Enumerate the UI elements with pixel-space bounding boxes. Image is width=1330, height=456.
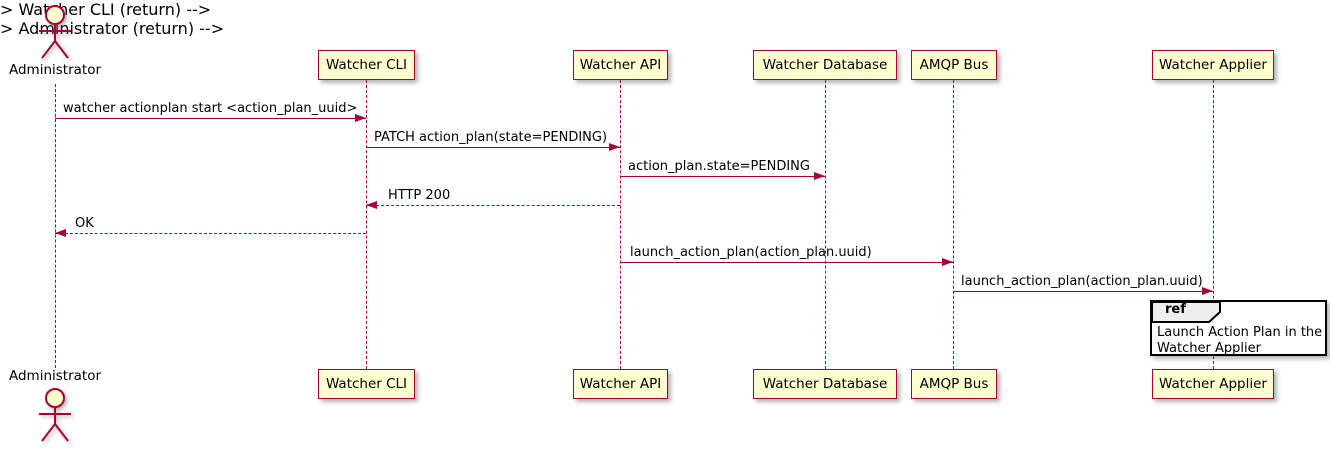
participant-box-watcher-database-top: Watcher Database [753, 50, 897, 80]
message-1-line [55, 118, 366, 119]
ref-text-line-1: Launch Action Plan in the [1157, 325, 1323, 340]
lifeline-watcher-applier [1212, 80, 1214, 369]
message-1-arrowhead-icon [355, 113, 366, 122]
lifeline-watcher-cli [366, 80, 367, 369]
participant-label: Watcher Applier [1159, 57, 1267, 73]
participant-label: AMQP Bus [919, 57, 989, 73]
message-4-arrowhead-icon [366, 200, 377, 209]
message-6-arrowhead-icon [942, 257, 953, 266]
ref-keyword: ref [1165, 302, 1186, 317]
participant-label: Watcher Applier [1159, 376, 1267, 392]
participant-label: Watcher Database [762, 376, 888, 392]
actor-label-administrator-bottom: Administrator [8, 368, 102, 384]
participant-box-watcher-api-bottom: Watcher API [573, 369, 668, 399]
participant-label: AMQP Bus [919, 376, 989, 392]
participant-box-watcher-cli-bottom: Watcher CLI [318, 369, 415, 399]
participant-box-amqp-bus-bottom: AMQP Bus [911, 369, 997, 399]
message-6-label: launch_action_plan(action_plan.uuid) [630, 245, 872, 260]
message-3-arrowhead-icon [814, 171, 825, 180]
message-3-line [620, 176, 825, 177]
message-5-line [55, 233, 366, 234]
participant-box-amqp-bus-top: AMQP Bus [911, 50, 997, 80]
participant-box-watcher-api-top: Watcher API [573, 50, 668, 80]
participant-label: Watcher API [579, 57, 662, 73]
message-7-label: launch_action_plan(action_plan.uuid) [961, 274, 1203, 289]
lifeline-watcher-database [825, 80, 826, 369]
ref-fragment: ref Launch Action Plan in the Watcher Ap… [1150, 300, 1327, 356]
ref-text: Launch Action Plan in the Watcher Applie… [1157, 325, 1322, 357]
participant-label: Watcher API [579, 376, 662, 392]
ref-header: ref [1151, 301, 1221, 327]
message-5-label: OK [75, 216, 94, 231]
administrator-actor-icon [39, 5, 71, 59]
administrator-actor-icon-bottom [39, 388, 71, 442]
message-2-arrowhead-icon [609, 142, 620, 151]
ref-pentagon-icon [1151, 301, 1221, 323]
message-4-line [366, 205, 620, 206]
ref-text-line-2: Watcher Applier [1157, 341, 1261, 356]
participant-label: Watcher CLI [325, 376, 408, 392]
message-1-label: watcher actionplan start <action_plan_uu… [63, 101, 358, 116]
participant-box-watcher-applier-bottom: Watcher Applier [1152, 369, 1274, 399]
lifeline-watcher-api [620, 80, 621, 369]
participant-box-watcher-database-bottom: Watcher Database [753, 369, 897, 399]
participant-label: Watcher CLI [325, 57, 408, 73]
message-5-arrowhead-icon [55, 228, 66, 237]
message-7-arrowhead-icon [1202, 286, 1213, 295]
participant-box-watcher-applier-top: Watcher Applier [1152, 50, 1274, 80]
participant-box-watcher-cli-top: Watcher CLI [318, 50, 415, 80]
actor-label-administrator-top: Administrator [8, 62, 102, 78]
message-4-label: HTTP 200 [388, 188, 451, 203]
lifeline-amqp-bus [953, 80, 954, 369]
message-3-label: action_plan.state=PENDING [628, 159, 810, 174]
message-2-line [366, 147, 620, 148]
participant-label: Watcher Database [762, 57, 888, 73]
message-6-line [620, 262, 953, 263]
message-7-line [953, 291, 1213, 292]
lifeline-administrator [54, 84, 56, 368]
message-2-label: PATCH action_plan(state=PENDING) [374, 130, 608, 145]
